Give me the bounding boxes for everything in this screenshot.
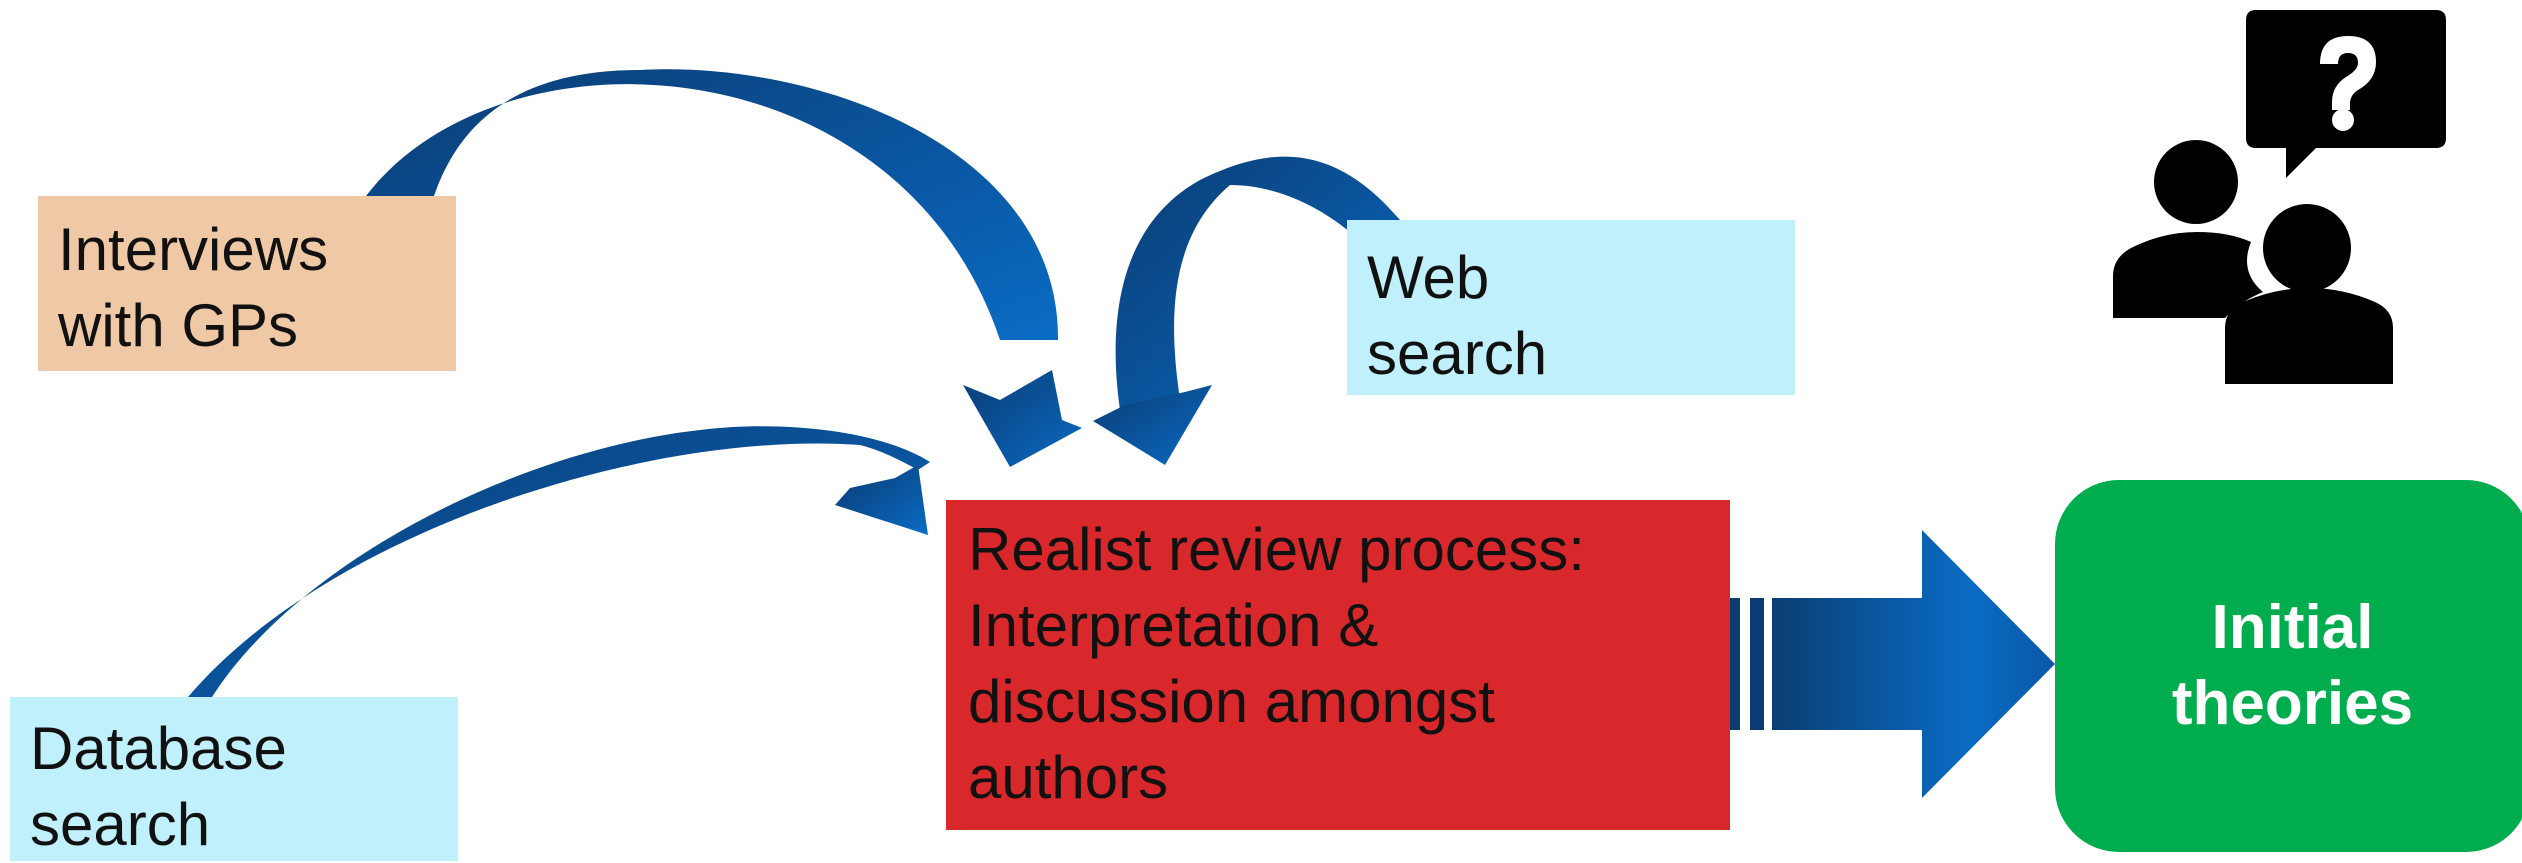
database-search-box: Database search: [10, 697, 458, 861]
arrowhead-interviews: [963, 370, 1082, 467]
interviews-with-gps-label: Interviews with GPs: [58, 216, 329, 359]
interviews-with-gps-box: Interviews with GPs: [38, 196, 456, 371]
web-search-box: Web search: [1347, 220, 1795, 395]
initial-theories-box: Initial theories: [2055, 480, 2522, 852]
realist-review-process-box: Realist review process: Interpretation &…: [946, 500, 1730, 830]
arrowhead-web: [1093, 385, 1212, 465]
web-search-label: Web search: [1367, 244, 1548, 387]
arrow-database-to-review: [188, 426, 930, 697]
arrowhead-database: [835, 465, 928, 535]
people-discussion-question-icon: [2113, 10, 2446, 384]
database-search-label: Database search: [30, 715, 287, 858]
arrow-interviews-to-review: [366, 69, 1059, 340]
arrow-review-to-theories: [1730, 530, 2055, 798]
initial-theories-label: Initial theories: [2171, 593, 2414, 738]
realist-review-process-label: Realist review process: Interpretation &…: [968, 516, 1585, 811]
arrow-web-to-review: [1115, 156, 1400, 410]
